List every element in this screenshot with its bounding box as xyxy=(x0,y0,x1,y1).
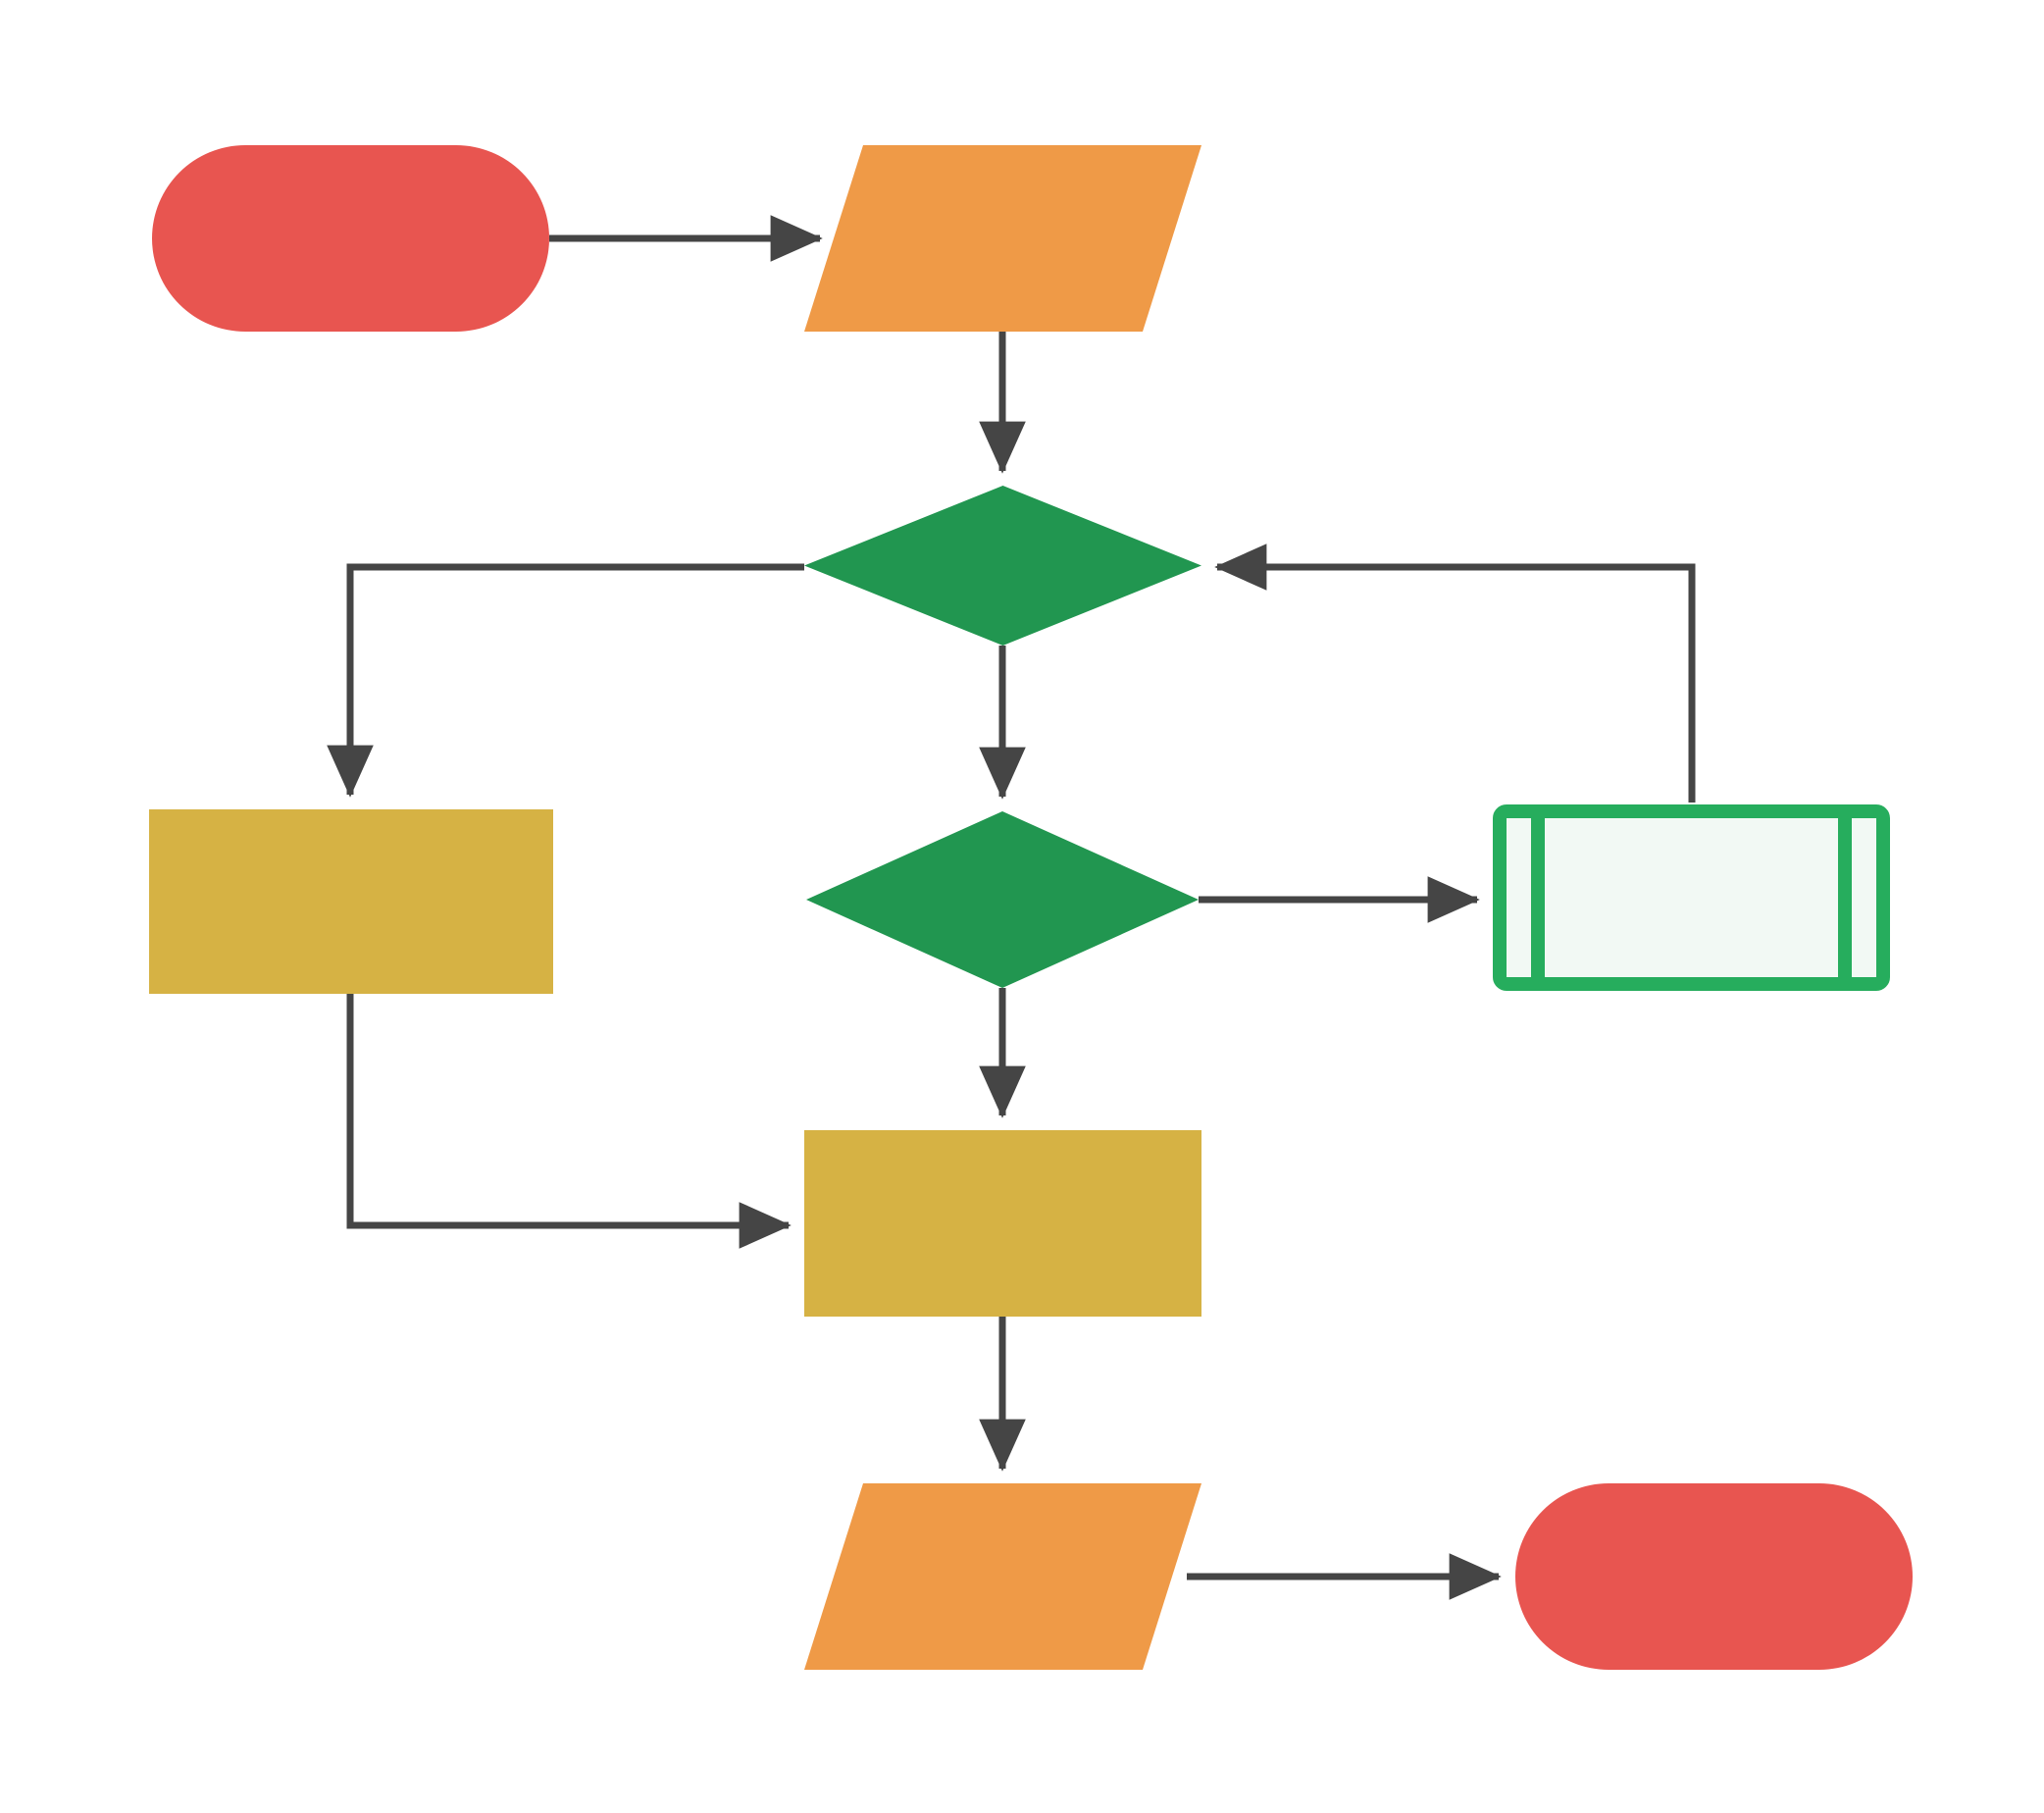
input-parallelogram-shape xyxy=(804,145,1201,332)
connector-process-left-to-process-center[interactable] xyxy=(346,994,792,1249)
end-terminator[interactable] xyxy=(1515,1483,1913,1670)
input-parallelogram[interactable] xyxy=(804,145,1201,332)
connector-decision-one-to-process-left-line xyxy=(327,563,804,798)
start-terminator-shape xyxy=(152,145,549,332)
connector-subroutine-to-decision-one-line xyxy=(1214,544,1696,803)
end-terminator-shape xyxy=(1515,1483,1913,1670)
output-parallelogram-shape xyxy=(804,1483,1201,1670)
connector-process-left-to-process-center-line xyxy=(346,994,792,1249)
process-box-left[interactable] xyxy=(149,809,553,994)
connector-layer xyxy=(327,215,1696,1600)
decision-diamond-primary-shape xyxy=(804,486,1201,646)
process-box-center[interactable] xyxy=(804,1130,1201,1317)
connector-decision-one-to-process-left[interactable] xyxy=(327,563,804,798)
process-box-left-shape xyxy=(149,809,553,994)
node-layer xyxy=(149,145,1913,1670)
connector-subroutine-to-decision-one[interactable] xyxy=(1214,544,1696,803)
start-terminator[interactable] xyxy=(152,145,549,332)
output-parallelogram[interactable] xyxy=(804,1483,1201,1670)
decision-diamond-secondary[interactable] xyxy=(806,811,1199,988)
decision-diamond-primary[interactable] xyxy=(804,486,1201,646)
process-box-center-shape xyxy=(804,1130,1201,1317)
subroutine-predefined-process[interactable] xyxy=(1493,804,1890,991)
subroutine-predefined-process-shape xyxy=(1493,804,1890,991)
decision-diamond-secondary-shape xyxy=(806,811,1199,988)
